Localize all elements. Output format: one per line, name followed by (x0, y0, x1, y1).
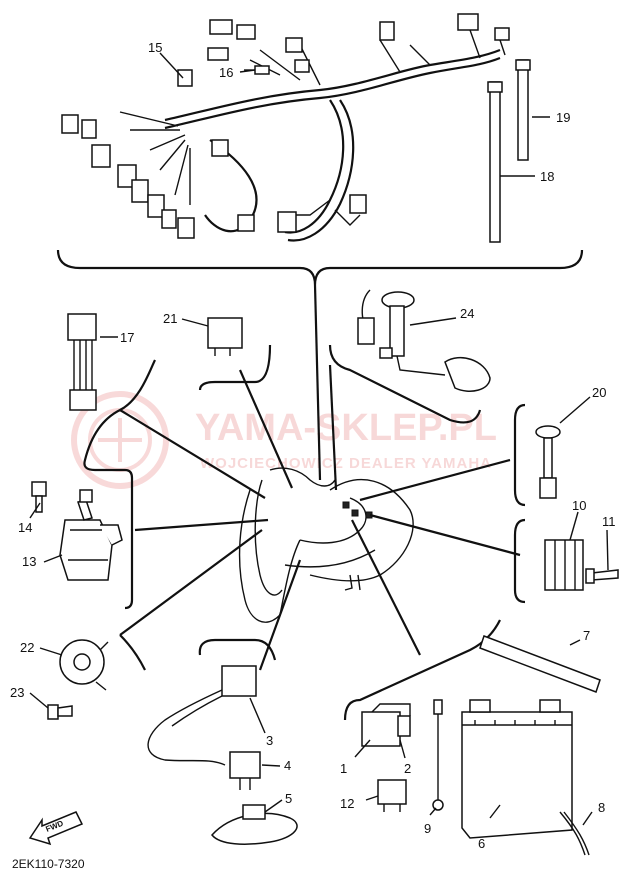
horn-group: 22 23 (10, 634, 146, 720)
relay-cover (371, 703, 411, 716)
part-label-11: 11 (602, 514, 616, 529)
part-label-5: 5 (285, 791, 292, 806)
cable-band-long (487, 81, 503, 243)
part-label-4: 4 (284, 758, 291, 773)
part-label-13: 13 (22, 554, 36, 569)
forward-arrow: FWD (28, 811, 84, 846)
fuse-wire (432, 699, 444, 811)
ignition-coil-group: 3 4 5 (147, 638, 298, 845)
watermark: YAMA-SKLEP.PL WOJCIECHOWICZ DEALER YAMAH… (71, 391, 497, 489)
motorcycle-frame (238, 467, 414, 623)
regulator-bolt (585, 568, 619, 584)
part-label-8: 8 (598, 800, 605, 815)
horn-bolt (47, 704, 73, 720)
cable-band-short (515, 59, 531, 161)
wire-harness-group: 15 16 18 19 (56, 13, 584, 286)
watermark-subtitle: WOJCIECHOWICZ DEALER YAMAHA (200, 455, 492, 472)
part-label-22: 22 (20, 640, 34, 655)
wire-harness (61, 13, 510, 242)
plug-cover (211, 804, 298, 845)
main-switch (59, 519, 123, 581)
battery-band (479, 635, 601, 693)
relay-small (377, 779, 407, 812)
wire-lead (67, 313, 97, 411)
drawing-code: 2EK110-7320 (12, 857, 85, 871)
part-label-1: 1 (340, 761, 347, 776)
watermark-title: YAMA-SKLEP.PL (195, 407, 497, 449)
part-label-24: 24 (460, 306, 474, 321)
harness-clip (244, 65, 270, 75)
switch-bolt (31, 481, 47, 513)
part-label-7: 7 (583, 628, 590, 643)
part-label-2: 2 (404, 761, 411, 776)
starter-relay (361, 711, 411, 747)
part-label-16: 16 (219, 65, 233, 80)
part-label-21: 21 (163, 311, 177, 326)
part-label-19: 19 (556, 110, 570, 125)
part-label-6: 6 (478, 836, 485, 851)
ignition-coil (147, 665, 257, 766)
relay-group: 21 (163, 311, 272, 391)
part-label-23: 23 (10, 685, 24, 700)
sensor-group: 20 (513, 385, 606, 507)
horn (59, 639, 109, 691)
part-label-12: 12 (340, 796, 354, 811)
part-label-10: 10 (572, 498, 586, 513)
harness-bracket (56, 249, 584, 286)
wire-lead-group: 17 (67, 313, 156, 610)
battery-group: 1 2 6 7 8 9 12 (340, 619, 605, 856)
part-label-14: 14 (18, 520, 32, 535)
battery-breather-pipe (559, 811, 590, 856)
part-label-17: 17 (120, 330, 134, 345)
fuel-sender (357, 289, 491, 392)
part-label-9: 9 (424, 821, 431, 836)
part-label-20: 20 (592, 385, 606, 400)
ignition-switch-group: 14 13 (18, 481, 123, 581)
relay (207, 317, 243, 356)
sensor (535, 425, 561, 499)
rectifier-regulator (544, 539, 584, 591)
regulator-group: 10 11 (513, 498, 619, 604)
switch-key (77, 489, 93, 521)
part-label-18: 18 (540, 169, 554, 184)
fuel-sender-group: 24 (328, 289, 491, 424)
battery (461, 699, 573, 839)
part-label-15: 15 (148, 40, 162, 55)
part-label-3: 3 (266, 733, 273, 748)
spark-plug-cap (229, 751, 261, 790)
connection-lines (119, 284, 521, 671)
